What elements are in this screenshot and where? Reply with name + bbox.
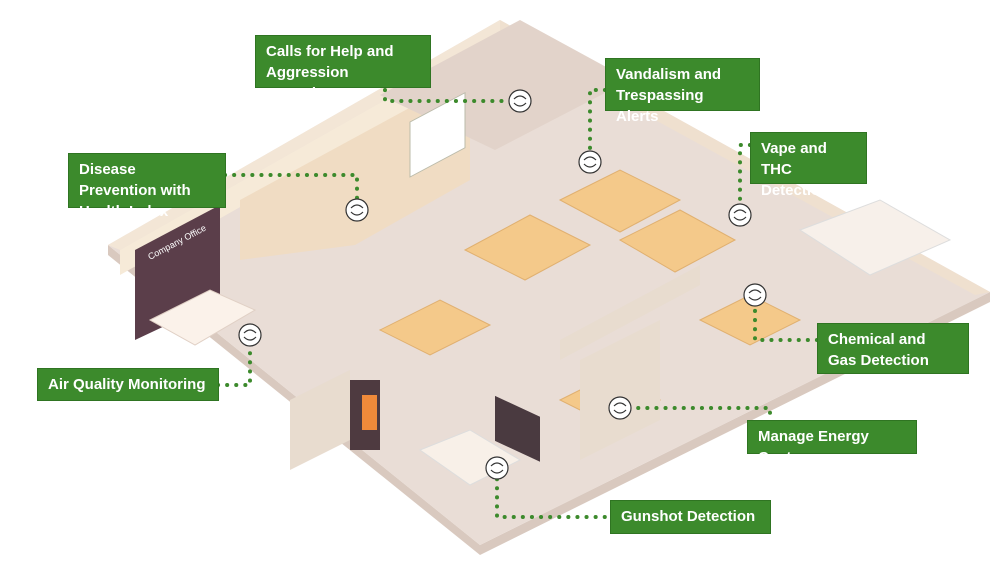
- label-disease: Disease Prevention with Health Index: [68, 153, 226, 220]
- label-vandalism: Vandalism and Trespassing Alerts: [605, 58, 760, 125]
- label-vape: Vape and THC Detection: [750, 132, 867, 199]
- connector-air-quality: [216, 334, 252, 387]
- label-gunshot: Gunshot Detection: [610, 500, 771, 534]
- label-air-quality: Air Quality Monitoring: [37, 368, 219, 401]
- label-calls-help: Calls for Help and Aggression Detection: [255, 35, 431, 102]
- connector-chemical: [753, 294, 819, 342]
- sensor-icon[interactable]: [508, 89, 532, 113]
- reception-desk: [148, 289, 257, 346]
- sensors: [238, 89, 767, 480]
- partitions: [290, 265, 700, 470]
- vending-machine-panel: [362, 395, 377, 430]
- sensor-icon[interactable]: [578, 150, 602, 174]
- connector-disease: [223, 173, 359, 210]
- tv-screen: [495, 395, 540, 462]
- connector-lines: [216, 88, 819, 519]
- sensor-icon[interactable]: [485, 456, 509, 480]
- label-chemical: Chemical and Gas Detection: [817, 323, 969, 374]
- label-energy: Manage Energy Costs: [747, 420, 917, 466]
- sensor-icon[interactable]: [608, 396, 632, 420]
- connector-gunshot: [495, 468, 612, 519]
- whiteboard: [409, 91, 466, 178]
- sensor-icon[interactable]: [238, 323, 262, 347]
- sensor-icon[interactable]: [345, 198, 369, 222]
- connector-vape: [738, 143, 752, 215]
- kitchen-counter: [798, 199, 952, 276]
- sensor-icon[interactable]: [728, 203, 752, 227]
- connector-calls-help: [383, 88, 522, 103]
- sensor-icon[interactable]: [743, 283, 767, 307]
